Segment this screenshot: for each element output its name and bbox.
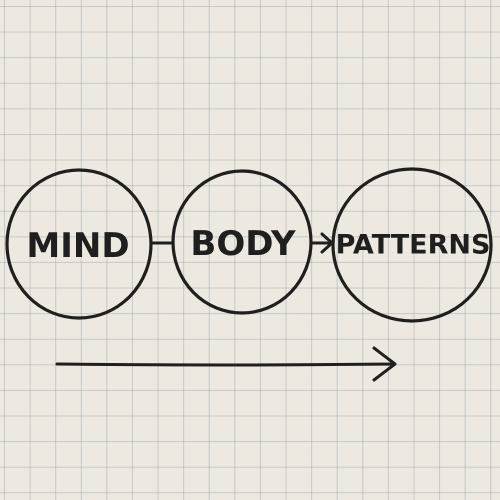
node-body-label: BODY — [190, 224, 296, 264]
node-mind-label: MIND — [26, 226, 129, 266]
progression-arrow-head — [372, 346, 397, 382]
node-mind: MIND — [5, 168, 153, 320]
node-body: BODY — [171, 169, 313, 315]
node-patterns-circle — [331, 167, 493, 323]
progression-arrow-shaft — [55, 362, 396, 367]
node-patterns: PATTERNS — [331, 167, 493, 323]
node-patterns-label: PATTERNS — [336, 230, 491, 261]
progression-arrow — [55, 346, 397, 382]
